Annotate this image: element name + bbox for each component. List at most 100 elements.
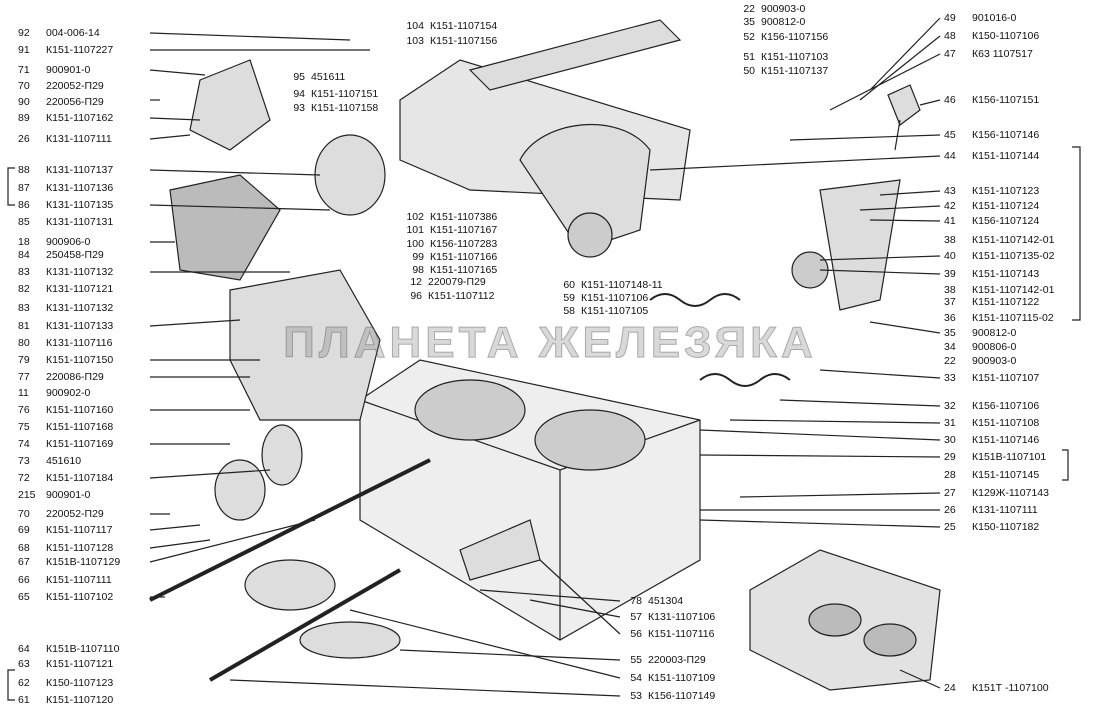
part-number: 32 <box>944 400 956 412</box>
part-number: 83 <box>18 302 30 314</box>
part-code: К131-1107121 <box>46 283 114 295</box>
spring-lower <box>699 373 791 387</box>
part-code: 901016-0 <box>972 12 1017 24</box>
axle-lower <box>208 568 402 682</box>
part-code: К151-1107151 <box>311 88 379 100</box>
part-code: К151-1107167 <box>430 224 498 236</box>
part-code: К151-1107154 <box>430 20 498 32</box>
part-code: К129Ж-1107143 <box>972 487 1049 499</box>
part-code: К156-1107283 <box>430 238 498 250</box>
part-code: 220086-П29 <box>46 371 104 383</box>
part-number: 69 <box>18 524 30 536</box>
part-code: 220003-П29 <box>648 654 706 666</box>
part-label: 34 900806-0 <box>944 341 1016 353</box>
air-tube <box>468 19 682 91</box>
watermark-text: ПЛАНЕТА ЖЕЛЕЗЯКА <box>283 318 817 368</box>
part-number: 52 <box>743 31 755 43</box>
part-code: К151-1107144 <box>972 150 1040 162</box>
throttle-bore-left <box>414 379 526 441</box>
part-number: 11 <box>18 387 29 399</box>
part-number: 65 <box>18 591 30 603</box>
part-code: К156-1107106 <box>972 400 1040 412</box>
part-number: 103 <box>406 35 424 47</box>
part-code: 900902-0 <box>46 387 91 399</box>
part-code: 220056-П29 <box>46 96 104 108</box>
part-code: К156-1107124 <box>972 215 1040 227</box>
part-code: К131-1107111 <box>972 504 1038 516</box>
part-number: 34 <box>944 341 956 353</box>
part-label: 32 К156-1107106 <box>944 400 1039 412</box>
part-label: 49 901016-0 <box>944 12 1016 24</box>
part-number: 31 <box>944 417 956 429</box>
part-code: К151-1107150 <box>46 354 114 366</box>
part-code: К151В-1107129 <box>46 556 121 568</box>
part-number: 46 <box>944 94 956 106</box>
part-number: 93 <box>293 102 305 114</box>
part-number: 56 <box>630 628 642 640</box>
disc-right <box>261 424 303 486</box>
throttle-plate-2 <box>299 621 401 659</box>
part-number: 87 <box>18 182 30 194</box>
part-number: 26 <box>18 133 30 145</box>
part-code: К151-1107107 <box>972 372 1040 384</box>
part-number: 43 <box>944 185 956 197</box>
part-number: 70 <box>18 80 30 92</box>
part-code: 900901-0 <box>46 489 91 501</box>
part-code: К151-1107106 <box>581 292 649 304</box>
part-number: 84 <box>18 249 30 261</box>
part-code: 250458-П29 <box>46 249 104 261</box>
part-number: 102 <box>406 211 424 223</box>
part-number: 42 <box>944 200 956 212</box>
spring-upper <box>649 293 741 307</box>
part-number: 18 <box>18 236 30 248</box>
part-code: К150-1107106 <box>972 30 1040 42</box>
part-code: 900806-0 <box>972 341 1017 353</box>
part-label: 87 К131-1107136 <box>18 182 113 194</box>
economizer-cover <box>314 134 386 216</box>
part-code: К151-1107142-01 <box>972 234 1055 246</box>
part-number: 101 <box>406 224 424 236</box>
part-code: К131-1107132 <box>46 302 114 314</box>
part-number: 75 <box>18 421 30 433</box>
part-code: К151-1107128 <box>46 542 114 554</box>
part-code: К131-1107136 <box>46 182 114 194</box>
diaphragm <box>169 174 281 281</box>
part-number: 49 <box>944 12 956 24</box>
part-code: К156-1107149 <box>648 690 716 702</box>
part-number: 45 <box>944 129 956 141</box>
part-code: К151-1107168 <box>46 421 114 433</box>
